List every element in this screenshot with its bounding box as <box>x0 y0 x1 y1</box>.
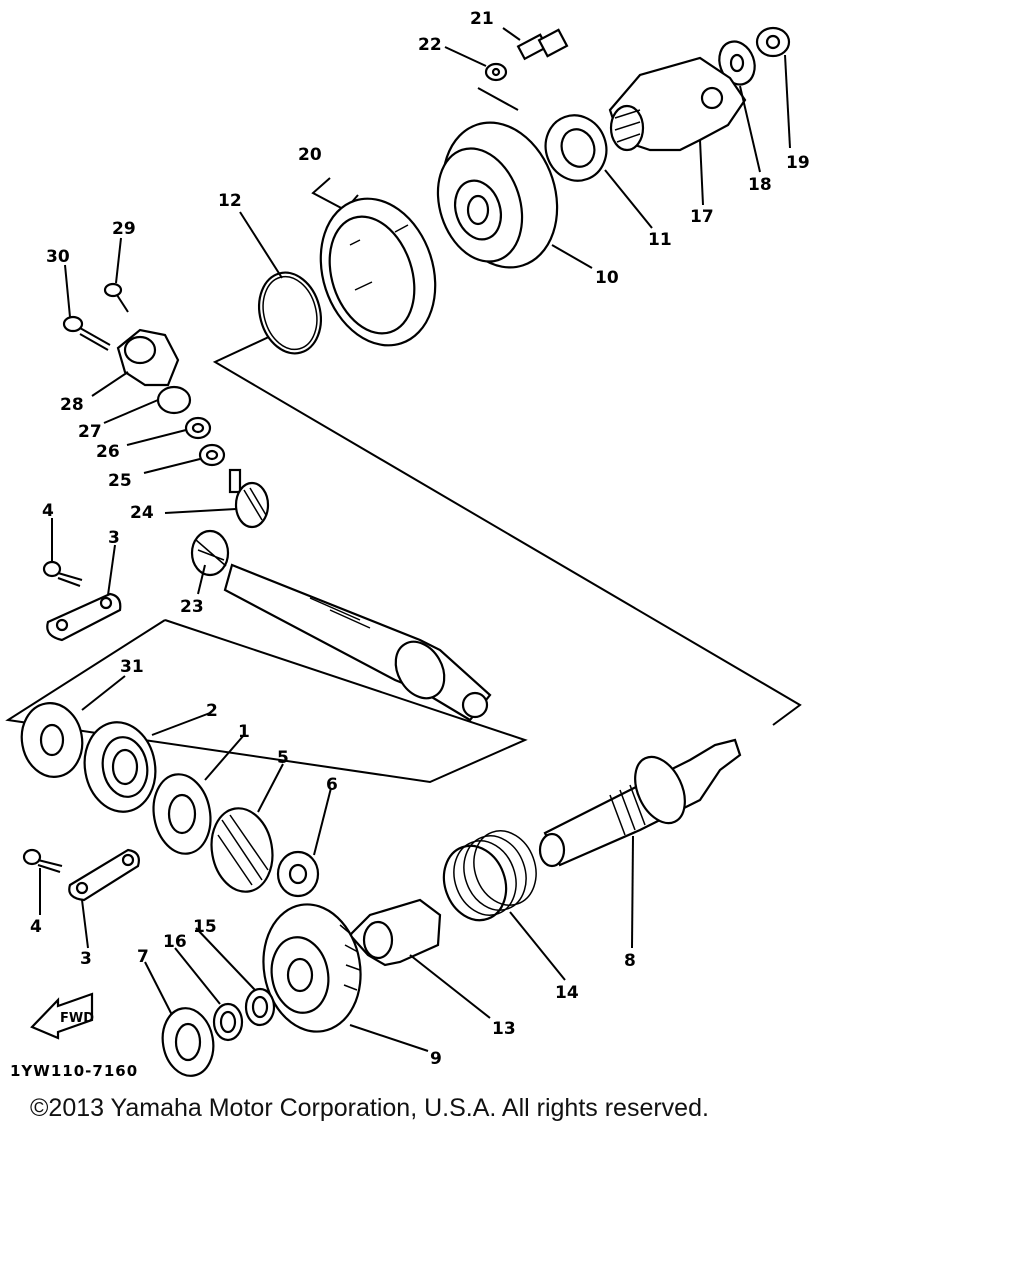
callout-10: 10 <box>595 268 619 288</box>
shim-31 <box>20 702 84 778</box>
callout-21: 21 <box>470 9 494 29</box>
drive-gear-24 <box>228 468 270 529</box>
exploded-parts-diagram: FWD 1 2 <box>5 9 810 1080</box>
assembly-bracket-lines <box>5 87 802 784</box>
callout-25: 25 <box>108 471 132 491</box>
callout-11: 11 <box>648 230 672 250</box>
callout-19: 19 <box>786 153 810 173</box>
washer-26 <box>184 416 212 440</box>
callout-29: 29 <box>112 219 136 239</box>
callout-16: 16 <box>163 932 187 952</box>
bolt-21 <box>516 28 569 61</box>
screw-29 <box>103 282 129 313</box>
callout-2: 2 <box>206 701 218 721</box>
bolt-30 <box>62 315 111 351</box>
washer-25 <box>198 443 226 467</box>
callout-3-lower: 3 <box>80 949 92 969</box>
output-shaft-8 <box>538 738 742 868</box>
diagram-code: 1YW110-7160 <box>10 1062 138 1080</box>
callout-15: 15 <box>193 917 217 937</box>
callout-4-lower: 4 <box>30 917 42 937</box>
plate-3-upper <box>46 592 122 642</box>
callout-13: 13 <box>492 1019 516 1039</box>
callout-30: 30 <box>46 247 70 267</box>
callout-28: 28 <box>60 395 84 415</box>
callout-7: 7 <box>137 947 149 967</box>
shim-plate-20 <box>319 197 437 347</box>
callout-31: 31 <box>120 657 144 677</box>
seal-27 <box>156 385 192 415</box>
shim-16 <box>212 1002 244 1042</box>
copyright-notice: ©2013 Yamaha Motor Corporation, U.S.A. A… <box>30 1094 709 1122</box>
plate-3-lower <box>68 848 140 902</box>
yoke-17 <box>608 56 747 152</box>
gear-23 <box>190 529 230 577</box>
fwd-label: FWD <box>60 1011 94 1026</box>
callout-8: 8 <box>624 951 636 971</box>
oil-seal-11 <box>544 114 608 182</box>
callout-17: 17 <box>690 207 714 227</box>
callout-1: 1 <box>238 722 250 742</box>
washer-18 <box>718 40 756 86</box>
callout-22: 22 <box>418 35 442 55</box>
callout-labels: 1 2 3 3 4 4 5 6 7 8 9 10 11 12 13 14 15 … <box>10 9 810 1080</box>
fwd-arrow-icon: FWD <box>30 992 94 1040</box>
ring-gear-9 <box>262 903 362 1033</box>
bearing-2 <box>83 721 157 813</box>
pinion-gear-5 <box>210 807 274 893</box>
callout-6: 6 <box>326 775 338 795</box>
callout-24: 24 <box>130 503 154 523</box>
shim-1 <box>152 773 212 855</box>
pinion-shaft <box>223 563 492 722</box>
bolt-4-lower <box>22 848 63 873</box>
callout-27: 27 <box>78 422 102 442</box>
callout-18: 18 <box>748 175 772 195</box>
callout-5: 5 <box>277 748 289 768</box>
callout-3-upper: 3 <box>108 528 120 548</box>
spring-14 <box>442 830 537 922</box>
nut-6 <box>276 850 320 898</box>
nut-19 <box>755 26 791 58</box>
leader-lines <box>39 27 791 1052</box>
bolt-4-upper <box>42 560 83 587</box>
dog-clutch-13 <box>348 898 442 967</box>
callout-20: 20 <box>298 145 322 165</box>
callout-9: 9 <box>430 1049 442 1069</box>
callout-23: 23 <box>180 597 204 617</box>
callout-4-upper: 4 <box>42 501 54 521</box>
o-ring-12 <box>258 271 322 355</box>
bearing-7 <box>161 1007 215 1077</box>
callout-12: 12 <box>218 191 242 211</box>
shim-15 <box>244 987 276 1027</box>
speedo-housing-28 <box>116 328 180 387</box>
callout-26: 26 <box>96 442 120 462</box>
callout-14: 14 <box>555 983 579 1003</box>
bearing-housing-10 <box>436 121 559 269</box>
washer-22 <box>484 62 508 82</box>
